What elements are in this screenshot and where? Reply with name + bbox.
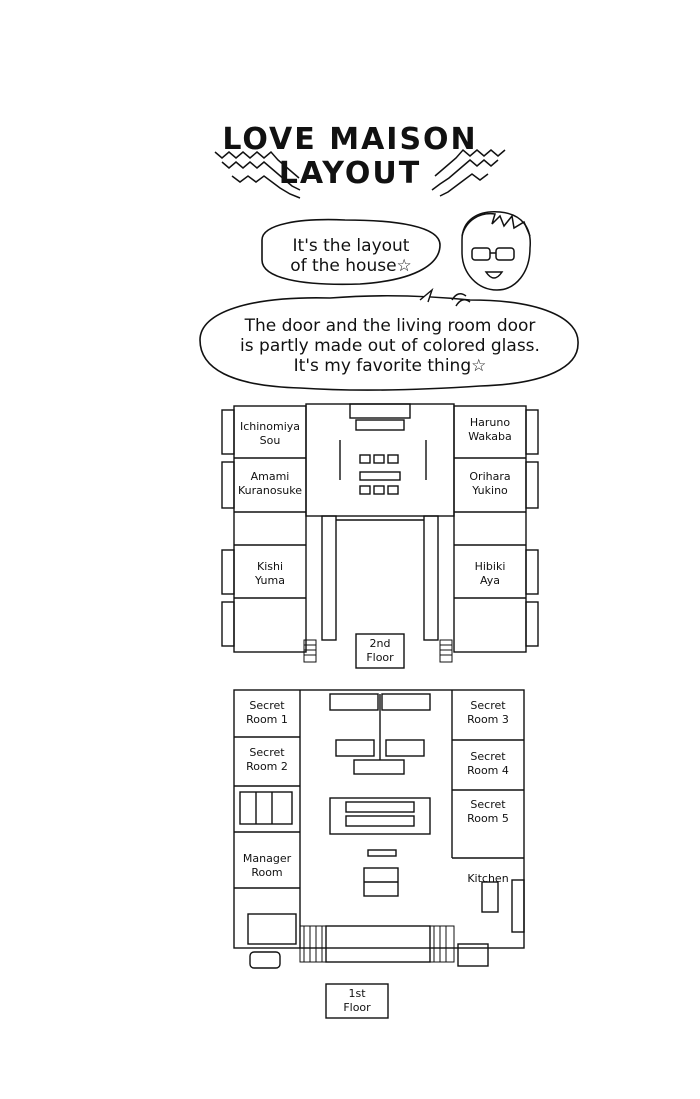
room-label-ichinomiya: Ichinomiya Sou xyxy=(234,420,306,448)
floor-plan-2nd xyxy=(221,403,539,669)
room-label-secret-3: Secret Room 3 xyxy=(452,699,524,727)
room-name-line: Haruno xyxy=(469,416,511,429)
title-zigzag-decoration xyxy=(214,148,506,199)
small-bubble-line-2: of the house☆ xyxy=(290,256,412,276)
large-bubble-line-2: is partly made out of colored glass. xyxy=(240,336,540,356)
page-title-line-2: LAYOUT xyxy=(278,156,422,191)
floor-label-line: Floor xyxy=(366,651,394,664)
room-label-secret-2: Secret Room 2 xyxy=(234,746,300,774)
room-name-line: Room xyxy=(251,866,283,879)
room-label-amami: Amami Kuranosuke xyxy=(234,470,306,498)
room-name-line: Kuranosuke xyxy=(237,484,303,497)
floor-label-line: 2nd xyxy=(369,637,391,650)
large-bubble-line-3: It's my favorite thing☆ xyxy=(293,356,487,376)
room-name-line: Sou xyxy=(259,434,281,447)
room-name-line: Room 5 xyxy=(467,812,509,825)
room-name-line: Orihara xyxy=(469,470,511,483)
room-name-line: Secret xyxy=(249,699,285,712)
room-name-line: Room 4 xyxy=(467,764,509,777)
room-label-haruno: Haruno Wakaba xyxy=(454,416,526,444)
page-title-line-1: LOVE MAISON xyxy=(222,122,478,157)
small-bubble-text: It's the layout of the house☆ xyxy=(268,236,434,276)
floor-label-line: 1st xyxy=(348,987,366,1000)
room-name-line: Secret xyxy=(249,746,285,759)
floor-label-2nd: 2nd Floor xyxy=(356,637,404,665)
room-name-line: Wakaba xyxy=(468,430,512,443)
room-name-line: Ichinomiya xyxy=(239,420,301,433)
room-label-secret-1: Secret Room 1 xyxy=(234,699,300,727)
room-name-line: Yukino xyxy=(472,484,508,497)
small-bubble-line-1: It's the layout xyxy=(292,236,410,256)
room-label-kishi: Kishi Yuma xyxy=(234,560,306,588)
room-name-line: Amami xyxy=(250,470,290,483)
room-label-orihara: Orihara Yukino xyxy=(454,470,526,498)
character-illustration xyxy=(451,211,531,307)
large-bubble-text: The door and the living room door is par… xyxy=(210,316,570,376)
room-name-line: Aya xyxy=(479,574,501,587)
floor-label-1st: 1st Floor xyxy=(326,987,388,1015)
large-bubble-line-1: The door and the living room door xyxy=(244,316,536,336)
room-name-line: Yuma xyxy=(255,574,285,587)
room-name-line: Hibiki xyxy=(474,560,506,573)
room-name-line: Secret xyxy=(470,798,506,811)
room-label-manager: Manager Room xyxy=(234,852,300,880)
room-label-hibiki: Hibiki Aya xyxy=(454,560,526,588)
room-name-line: Room 3 xyxy=(467,713,509,726)
room-name-line: Kishi xyxy=(256,560,284,573)
speech-bubble-tail xyxy=(419,287,434,303)
floor-plan-1st xyxy=(233,689,525,1019)
room-name-line: Secret xyxy=(470,750,506,763)
room-name-line: Room 1 xyxy=(246,713,288,726)
room-label-secret-4: Secret Room 4 xyxy=(452,750,524,778)
speech-bubble-small xyxy=(261,218,441,286)
speech-bubble-large xyxy=(199,295,579,391)
room-name-line: Manager xyxy=(242,852,292,865)
room-name-line: Room 2 xyxy=(246,760,288,773)
floor-label-line: Floor xyxy=(343,1001,371,1014)
room-label-secret-5: Secret Room 5 xyxy=(452,798,524,826)
room-name-line: Secret xyxy=(470,699,506,712)
room-label-kitchen: Kitchen xyxy=(467,872,509,885)
